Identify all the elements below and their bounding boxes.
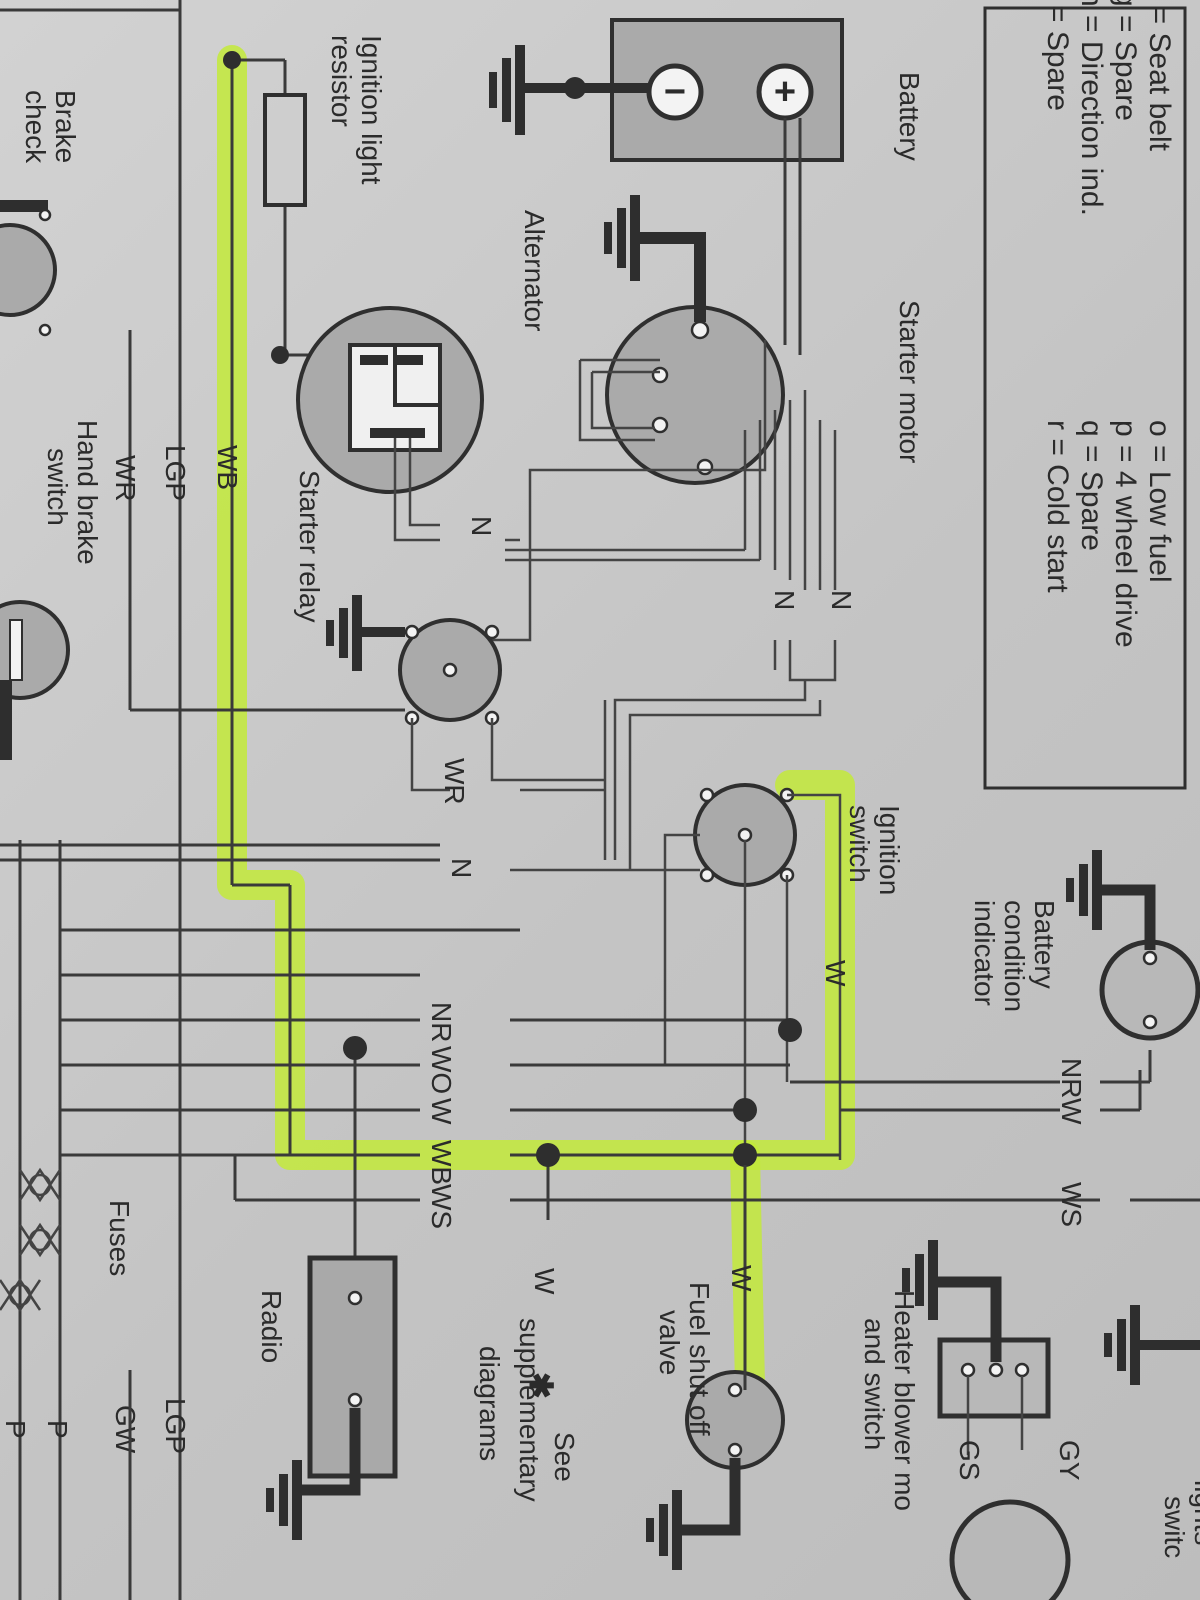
bottom-left-wire-labels: LGP GW P P xyxy=(0,1370,191,1600)
wire-label-nr: NR xyxy=(426,1002,457,1042)
battery-condition-label: condition xyxy=(999,900,1030,1012)
heater-blower-label: Heater blower mo xyxy=(889,1290,920,1511)
lights-switch: lights switc xyxy=(1159,1480,1200,1558)
lights-switch-label: lights xyxy=(1189,1480,1200,1545)
ignition-light-resistor-label: Ignition light xyxy=(356,35,387,185)
wire-label-wr: WR xyxy=(439,758,470,805)
wire-label-wb: WB xyxy=(212,445,243,490)
radio: Radio xyxy=(256,1255,398,1496)
fuel-shut-off-label: Fuel shut off xyxy=(684,1282,715,1436)
fuel-shut-off-valve: Fuel shut off valve xyxy=(654,1165,785,1536)
ignition-switch-label: Ignition xyxy=(874,805,905,895)
legend-box: f = Seat belt g = Spare h = Direction in… xyxy=(983,0,1187,790)
legend-entry-right: o = Low fuel xyxy=(1143,420,1176,583)
wire-label-wr: WR xyxy=(110,455,141,502)
wire-label-p: P xyxy=(42,1420,73,1439)
ignition-light-resistor-label: resistor xyxy=(326,35,357,127)
heater-blower-label: and switch xyxy=(859,1318,890,1450)
battery-negative-terminal: − xyxy=(664,71,686,113)
blower-motor xyxy=(949,1499,1071,1600)
starter-motor-label: Starter motor xyxy=(894,300,925,463)
ground-icon xyxy=(604,195,640,281)
battery-condition-label: Battery xyxy=(1029,900,1060,989)
fuses: Fuses xyxy=(0,1167,135,1313)
see-supplementary-label: See xyxy=(549,1432,580,1482)
asterisk-icon: ✱ xyxy=(523,1372,559,1399)
battery-condition-indicator: Battery condition indicator xyxy=(969,884,1200,1041)
ignition-light-resistor: Ignition light resistor xyxy=(223,35,387,364)
legend-entry-right: p = 4 wheel drive xyxy=(1109,420,1142,648)
see-supplementary-label: supplementary xyxy=(514,1318,545,1502)
supplementary-note: W ✱ See supplementary diagrams xyxy=(474,1268,580,1502)
lights-switch-label: switc xyxy=(1159,1496,1190,1558)
wire-label-nr: NR xyxy=(1056,1058,1087,1098)
ignition-switch: Ignition switch xyxy=(510,783,905,1160)
battery-positive-terminal: + xyxy=(774,71,796,113)
legend-entry-left: h = Direction ind. xyxy=(1075,0,1108,216)
hand-brake-switch-label: switch xyxy=(42,448,73,526)
wire-label-gy: GY xyxy=(1054,1440,1085,1481)
brake-check-switch: Brake check xyxy=(0,90,81,337)
wire-label-n: N xyxy=(446,858,477,878)
alternator-label: Alternator xyxy=(519,210,550,331)
battery-condition-label: indicator xyxy=(969,900,1000,1006)
see-supplementary-label: diagrams xyxy=(474,1346,505,1461)
legend-entry-right: r = Cold start xyxy=(1041,420,1074,593)
ground-icon xyxy=(266,1460,302,1540)
heater-blower-switch: Heater blower mo and switch xyxy=(859,1276,1051,1511)
wire-label-ws: WS xyxy=(426,1184,457,1229)
radio-label: Radio xyxy=(256,1290,287,1363)
wire-label-n: N xyxy=(826,590,857,610)
ground-icon xyxy=(646,1490,682,1570)
ignition-switch-label: switch xyxy=(844,805,875,883)
legend-entry-left: g = Spare xyxy=(1109,0,1142,121)
ground-icon xyxy=(489,45,650,135)
legend-entry-right: q = Spare xyxy=(1075,420,1108,551)
hand-brake-switch-label: Hand brake xyxy=(72,420,103,565)
starter-wiring xyxy=(460,340,837,870)
wire-label-gs: GS xyxy=(954,1440,985,1480)
legend-entry-left: f = Seat belt xyxy=(1143,0,1176,152)
starter-relay-label: Starter relay xyxy=(294,470,325,623)
fuel-shut-off-label: valve xyxy=(654,1310,685,1375)
wire-label-wb: WB xyxy=(426,1140,457,1185)
wire-label-w: W xyxy=(529,1268,560,1295)
bus-wire-labels: NR WO W WB WS NR W WS xyxy=(426,1002,1087,1229)
wire-label-n: N xyxy=(769,590,800,610)
legend-entry-left: i = Spare xyxy=(1041,0,1074,111)
ground-icon xyxy=(1066,850,1102,930)
ground-icon xyxy=(326,595,362,671)
wire-label-w: W xyxy=(820,960,851,987)
wire-label-p: P xyxy=(0,1420,31,1439)
bus-wires xyxy=(353,1018,1200,1295)
left-wire-bundle xyxy=(0,0,520,1600)
wire-label-ws: WS xyxy=(1056,1182,1087,1227)
wire-label-lgp: LGP xyxy=(160,445,191,501)
fuses-label: Fuses xyxy=(104,1200,135,1276)
bus-junctions xyxy=(343,1018,802,1167)
battery-label: Battery xyxy=(894,72,925,161)
wire-label-w: W xyxy=(1056,1098,1087,1125)
wire-label-w: W xyxy=(726,1265,757,1292)
brake-check-label: Brake xyxy=(50,90,81,163)
alternator: Alternator xyxy=(296,210,550,542)
battery: − + Battery xyxy=(610,18,925,162)
ground-icon xyxy=(1104,1305,1200,1385)
wire-label-lgp: LGP xyxy=(160,1398,191,1454)
ground-icon xyxy=(902,1240,938,1320)
left-wire-labels: WB LGP WR xyxy=(110,445,243,502)
wire-label-n: N xyxy=(466,516,497,536)
hand-brake-switch: Hand brake switch xyxy=(0,420,103,760)
starter-relay: Starter relay xyxy=(294,470,605,792)
wire-label-gw: GW xyxy=(110,1405,141,1454)
wire-label-wo: WO xyxy=(426,1046,457,1094)
wire-label-w: W xyxy=(426,1098,457,1125)
brake-check-label: check xyxy=(20,90,51,164)
